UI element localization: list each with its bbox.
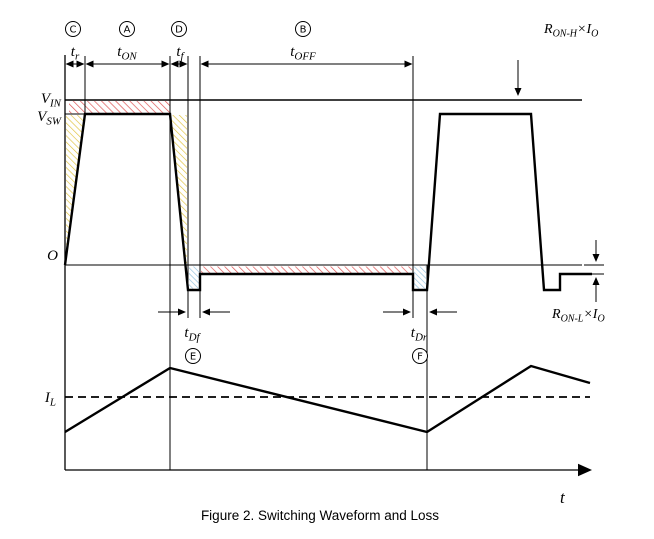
t-dr-label: tDr [411, 325, 428, 344]
region-e-circle [185, 348, 201, 364]
region-c-circle [65, 21, 81, 37]
ron-l-label: RON-L×IO [551, 307, 605, 325]
axis-labels: VIN VSW O IL t [37, 91, 566, 507]
inductor-current-waveform [64, 364, 591, 434]
region-b-marker: B [300, 25, 307, 36]
loss-hatch-regions [66, 101, 426, 289]
ron-h-base: R [543, 22, 553, 37]
switch-node-voltage-waveform [63, 112, 592, 292]
ron-l-mult-sub: O [597, 314, 604, 325]
ron-h-label: RON-H×IO [543, 22, 598, 40]
v-in-label: VIN [41, 91, 62, 110]
region-b-circle [295, 21, 311, 37]
i-l-sub: L [49, 397, 56, 409]
v-sw-base: V [37, 109, 48, 125]
t-r-base: t [71, 44, 76, 60]
figure-caption: Figure 2. Switching Waveform and Loss [201, 508, 439, 523]
t-off-base: t [290, 44, 295, 60]
region-f-circle [412, 348, 428, 364]
v-in-base: V [41, 91, 52, 107]
time-axis-arrowhead [578, 463, 592, 477]
high-side-conduction-loss-hatch [69, 101, 170, 114]
region-c-marker: C [70, 25, 77, 36]
region-markers: C A D B E F [65, 21, 428, 364]
t-on-base: t [117, 44, 122, 60]
low-side-conduction-loss-hatch [201, 266, 412, 274]
timing-labels: tr tON tf tOFF tDf tDr [71, 44, 428, 344]
ron-l-base-sub: ON-L [561, 314, 584, 325]
i-l-base: I [44, 390, 51, 406]
region-e-marker: E [190, 352, 196, 363]
ron-h-base-sub: ON-H [553, 29, 578, 40]
loss-annotation-labels: RON-H×IO RON-L×IO [543, 22, 605, 325]
t-r-label: tr [71, 44, 80, 63]
t-f-base: t [176, 44, 181, 60]
t-r-sub: r [75, 51, 80, 63]
t-off-label: tOFF [290, 44, 316, 63]
t-dr-base: t [411, 325, 416, 341]
t-f-sub: f [181, 51, 186, 63]
t-f-label: tf [176, 44, 185, 63]
t-on-sub: ON [121, 51, 137, 63]
t-off-sub: OFF [294, 51, 316, 63]
ron-h-mult-sub: O [591, 29, 598, 40]
i-l-label: IL [44, 390, 56, 409]
time-label: t [560, 488, 566, 507]
ron-h-mult: ×I [577, 22, 592, 37]
v-sw-label: VSW [37, 109, 62, 128]
ron-l-mult: ×I [583, 307, 598, 322]
region-d-marker: D [175, 25, 183, 36]
t-df-sub: Df [188, 332, 202, 344]
region-a-marker: A [124, 25, 131, 36]
t-df-base: t [184, 325, 189, 341]
t-on-label: tON [117, 44, 137, 63]
axes-and-guides [64, 55, 604, 477]
dead-time-loss-hatch-rise [414, 266, 426, 289]
region-a-circle [119, 21, 135, 37]
dead-time-loss-hatch-fall [189, 266, 199, 289]
dimension-arrows [65, 60, 600, 316]
t-dr-sub: Dr [414, 332, 428, 344]
v-sw-sub: SW [46, 116, 62, 128]
region-f-marker: F [417, 352, 423, 363]
t-df-label: tDf [184, 325, 201, 344]
v-in-sub: IN [49, 98, 62, 110]
region-d-circle [171, 21, 187, 37]
ron-l-base: R [551, 307, 561, 322]
zero-label: O [47, 248, 58, 264]
